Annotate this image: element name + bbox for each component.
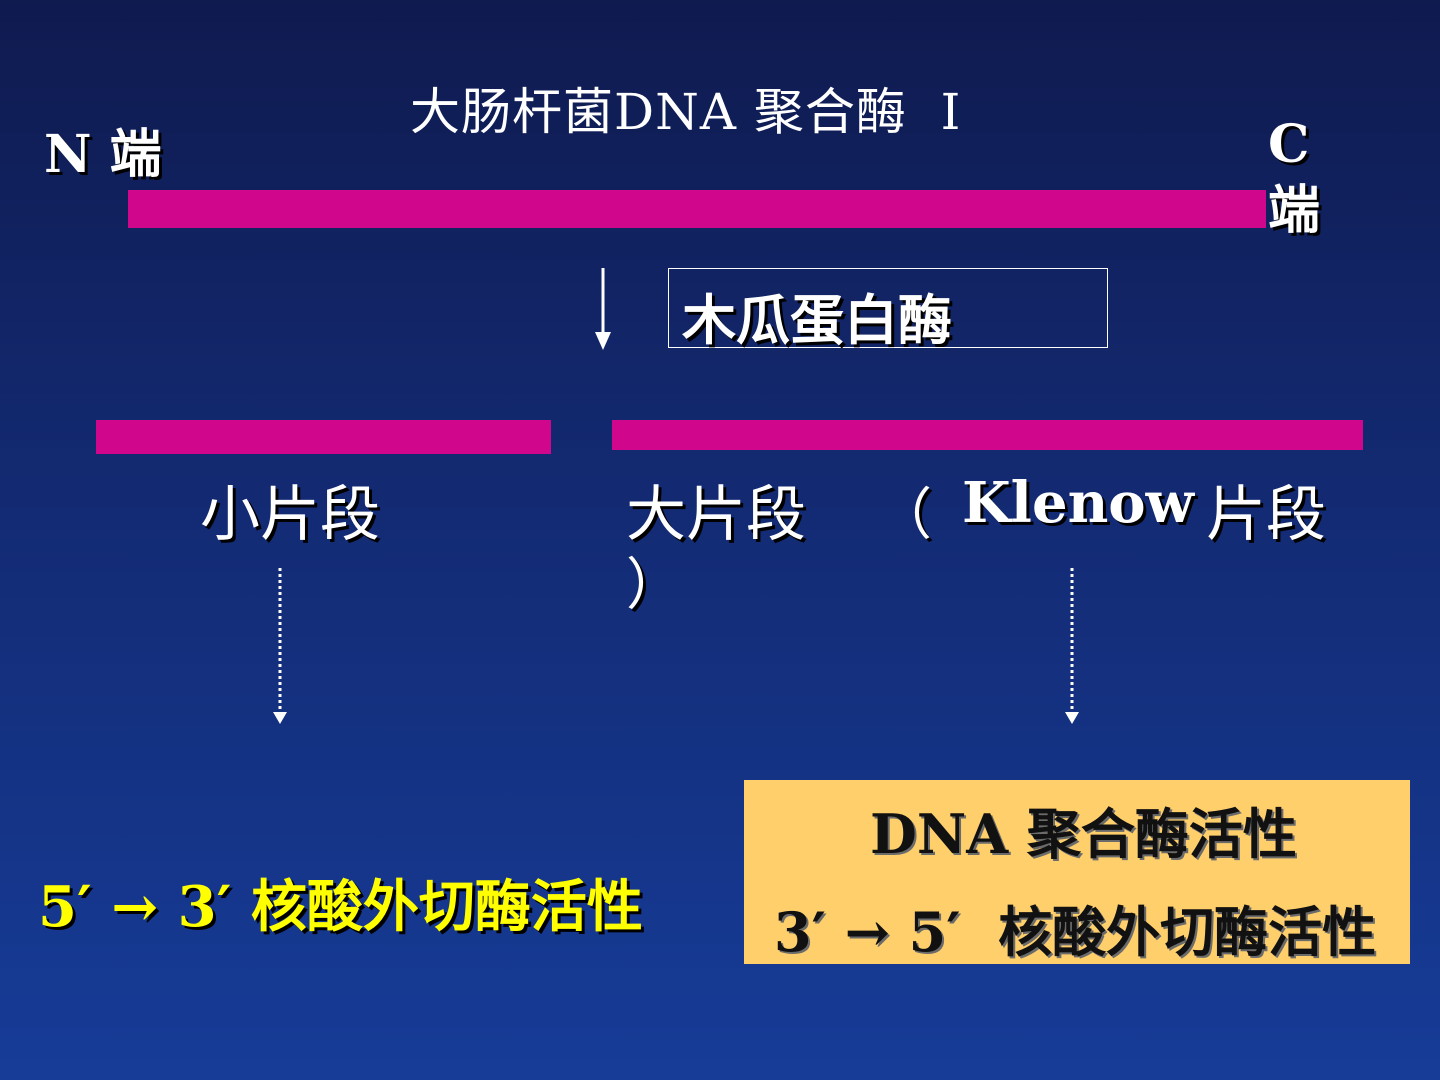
c-terminus-label: C 端 [1268,114,1321,241]
n-terminus-label: N 端 [44,124,162,185]
enzyme-box [668,268,1108,348]
paren-open: （ [876,483,932,548]
small-fragment-label: 小片段 [200,480,380,550]
large-fragment-dotted-arrow-icon [1065,568,1079,724]
exonuclease-35-activity-text: 3′ → 5′ 核酸外切酶活性 [774,900,1377,964]
large-fragment-activity-box [744,780,1410,964]
enzyme-label: 木瓜蛋白酶 [682,289,952,352]
full-polymerase-bar [128,190,1266,228]
large-fragment-bar [612,420,1363,450]
cleavage-arrow-icon [595,268,611,350]
small-fragment-bar [96,420,551,454]
polymerase-activity-text: DNA 聚合酶活性 [870,802,1297,866]
paren-close: ） [626,553,682,618]
large-fragment-suffix: 片段 [1206,480,1326,550]
small-fragment-dotted-arrow-icon [273,568,287,724]
small-fragment-activity: 5′ → 3′ 核酸外切酶活性 [38,874,643,940]
klenow-label: Klenow [962,470,1194,536]
large-fragment-label: 大片段 [626,480,806,550]
slide-title: 大肠杆菌DNA 聚合酶 I [410,83,962,141]
